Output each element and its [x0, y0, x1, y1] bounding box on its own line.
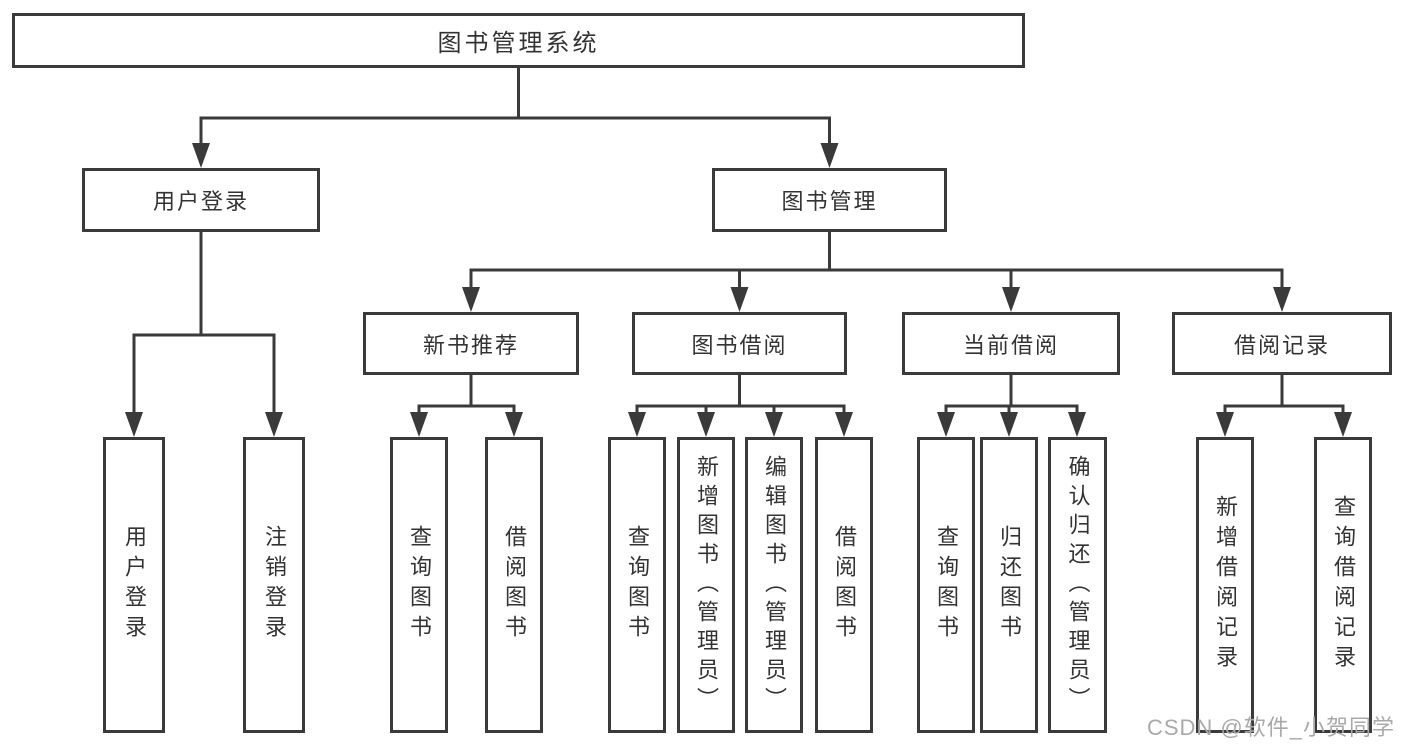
- arrowhead-icon: [1000, 412, 1018, 437]
- arrowhead-icon: [1334, 412, 1352, 437]
- leaf-user-login-label: 用户登录: [122, 525, 147, 645]
- leaf-return-books: 归还图书: [980, 437, 1038, 733]
- leaf-query-books-recommend: 查询图书: [390, 437, 448, 733]
- arrowhead-icon: [265, 412, 283, 437]
- watermark: CSDN @软件_小贺同学: [1146, 715, 1395, 740]
- arrowhead-icon: [192, 143, 210, 168]
- arrowhead-icon: [1068, 412, 1086, 437]
- arrowhead-icon: [937, 412, 955, 437]
- arrowhead-icon: [820, 143, 839, 168]
- leaf-query-books-current: 查询图书: [917, 437, 975, 733]
- arrowhead-icon: [125, 412, 143, 437]
- leaf-query-books-recommend-label: 查询图书: [407, 525, 432, 645]
- node-book-management: 图书管理: [712, 168, 947, 232]
- leaf-add-books-admin-label: 新增图书（管理员）: [694, 454, 719, 716]
- arrowhead-icon: [697, 412, 715, 437]
- node-current-borrow: 当前借阅: [902, 312, 1120, 375]
- node-book-borrow: 图书借阅: [632, 312, 847, 375]
- arrowhead-icon: [1273, 287, 1291, 312]
- leaf-return-books-label: 归还图书: [997, 525, 1022, 645]
- leaf-query-books-current-label: 查询图书: [934, 525, 959, 645]
- arrowhead-icon: [628, 412, 646, 437]
- node-borrow-records: 借阅记录: [1172, 312, 1392, 375]
- arrowhead-icon: [835, 412, 853, 437]
- leaf-edit-books-admin-label: 编辑图书（管理员）: [762, 454, 787, 716]
- node-user-login: 用户登录: [82, 168, 320, 232]
- leaf-user-login: 用户登录: [103, 437, 165, 733]
- leaf-edit-books-admin: 编辑图书（管理员）: [745, 437, 803, 733]
- leaf-logout-login-label: 注销登录: [262, 525, 287, 645]
- node-new-book-recommend: 新书推荐: [363, 312, 579, 375]
- arrowhead-icon: [410, 412, 428, 437]
- leaf-confirm-return-admin: 确认归还（管理员）: [1048, 437, 1107, 733]
- leaf-query-books-borrow-label: 查询图书: [625, 525, 650, 645]
- leaf-confirm-return-admin-label: 确认归还（管理员）: [1065, 454, 1091, 716]
- leaf-borrow-books-recommend-label: 借阅图书: [502, 525, 527, 645]
- arrowhead-icon: [730, 287, 749, 312]
- arrowhead-icon: [765, 412, 783, 437]
- leaf-query-borrow-record-label: 查询借阅记录: [1331, 495, 1356, 675]
- leaf-borrow-books-borrow: 借阅图书: [815, 437, 873, 733]
- arrowhead-icon: [1216, 412, 1234, 437]
- leaf-add-borrow-record-label: 新增借阅记录: [1213, 495, 1238, 675]
- node-root: 图书管理系统: [12, 13, 1025, 68]
- leaf-add-books-admin: 新增图书（管理员）: [677, 437, 735, 733]
- arrowhead-icon: [462, 287, 480, 312]
- leaf-query-books-borrow: 查询图书: [608, 437, 666, 733]
- leaf-query-borrow-record: 查询借阅记录: [1314, 437, 1372, 733]
- arrowhead-icon: [1002, 287, 1020, 312]
- leaf-borrow-books-borrow-label: 借阅图书: [832, 525, 857, 645]
- leaf-add-borrow-record: 新增借阅记录: [1196, 437, 1254, 733]
- leaf-borrow-books-recommend: 借阅图书: [485, 437, 543, 733]
- arrowhead-icon: [505, 412, 523, 437]
- leaf-logout-login: 注销登录: [243, 437, 305, 733]
